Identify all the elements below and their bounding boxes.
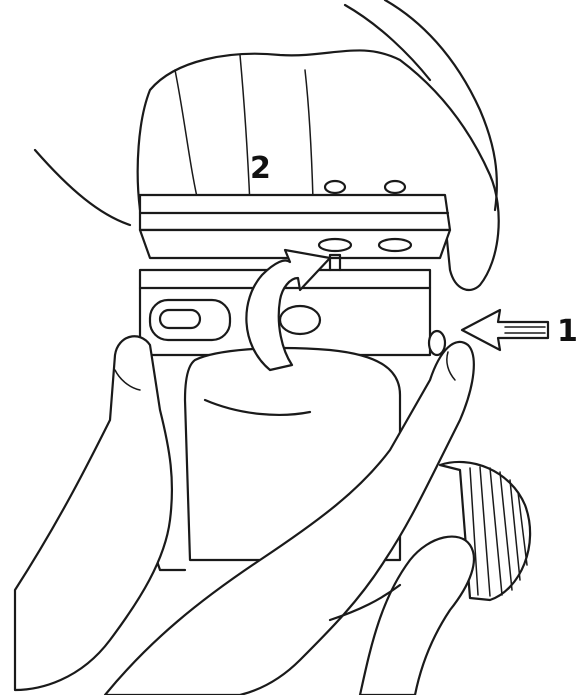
- step-1-label: 1: [557, 314, 578, 349]
- left-hand: [15, 336, 172, 690]
- step-2-label: 2: [250, 151, 271, 186]
- push-arrow: [462, 310, 548, 350]
